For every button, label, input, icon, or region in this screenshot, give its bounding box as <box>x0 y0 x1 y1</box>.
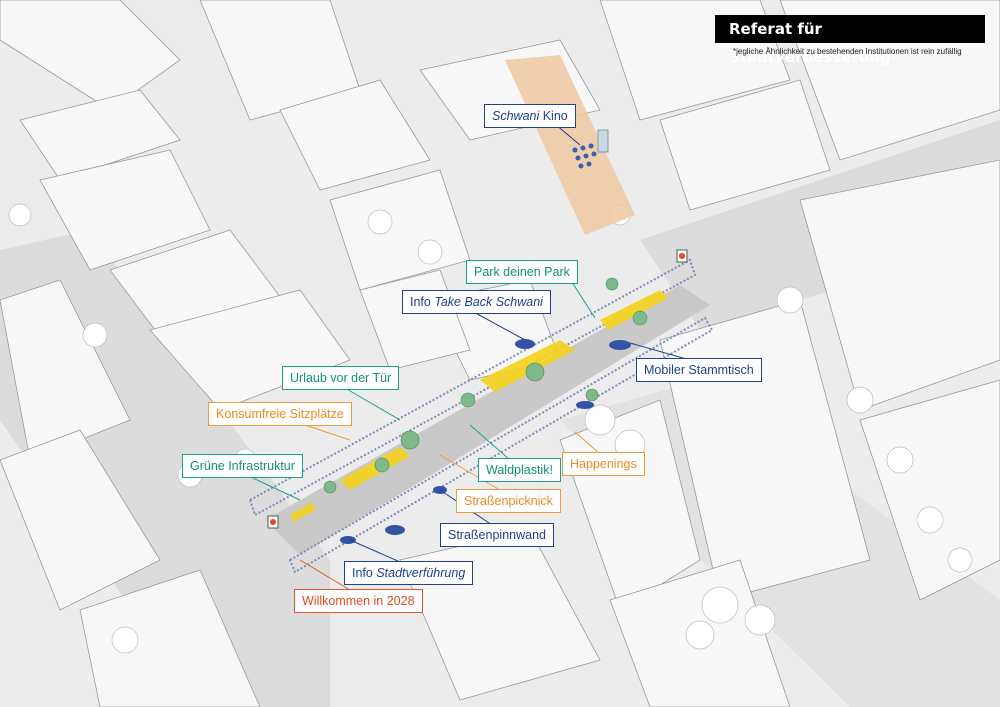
kino-seats <box>572 143 597 169</box>
callout-info-prefix: Info <box>410 295 435 309</box>
callout-konsumfreie-sitzplaetze: Konsumfreie Sitzplätze <box>208 402 352 426</box>
callout-info-take-back-schwani: Info Take Back Schwani <box>402 290 551 314</box>
callout-waldplastik: Waldplastik! <box>478 458 561 482</box>
callout-schwani-kino-italic: Schwani <box>492 109 540 123</box>
main-street-surface <box>265 285 710 555</box>
kino-screen <box>597 129 609 153</box>
callout-info-sv-italic: Stadtverführung <box>376 566 466 580</box>
callout-info-sv-prefix: Info <box>352 566 377 580</box>
callout-urlaub-vor-der-tuer: Urlaub vor der Tür <box>282 366 400 390</box>
callout-info-tbs-italic: Take Back Schwani <box>434 295 543 309</box>
callout-happenings: Happenings <box>562 452 645 476</box>
callout-mobiler-stammtisch: Mobiler Stammtisch <box>636 358 762 382</box>
callout-schwani-kino-text: Kino <box>539 109 568 123</box>
callout-strassenpinnwand: Straßenpinnwand <box>440 523 554 547</box>
callout-gruene-infrastruktur: Grüne Infrastruktur <box>182 454 303 478</box>
street-signs <box>267 249 688 529</box>
callout-park-deinen-park: Park deinen Park <box>466 260 578 284</box>
street-greenery <box>323 277 648 494</box>
callout-willkommen-in-2028: Willkommen in 2028 <box>294 589 423 613</box>
page-title: Referat für Stadtverbesserung* <box>715 15 985 66</box>
street-fence-top <box>248 258 697 517</box>
callout-strassenpicknick: Straßenpicknick <box>456 489 561 513</box>
callout-info-stadtverfuehrung: Info Stadtverführung <box>344 561 474 585</box>
street-fence-bottom <box>288 316 714 574</box>
callout-schwani-kino: Schwani Kino <box>484 104 576 128</box>
street-markings <box>290 290 668 522</box>
footnote: *jegliche Ähnlichkeit zu bestehenden Ins… <box>733 47 962 56</box>
kino-courtyard <box>505 55 635 235</box>
